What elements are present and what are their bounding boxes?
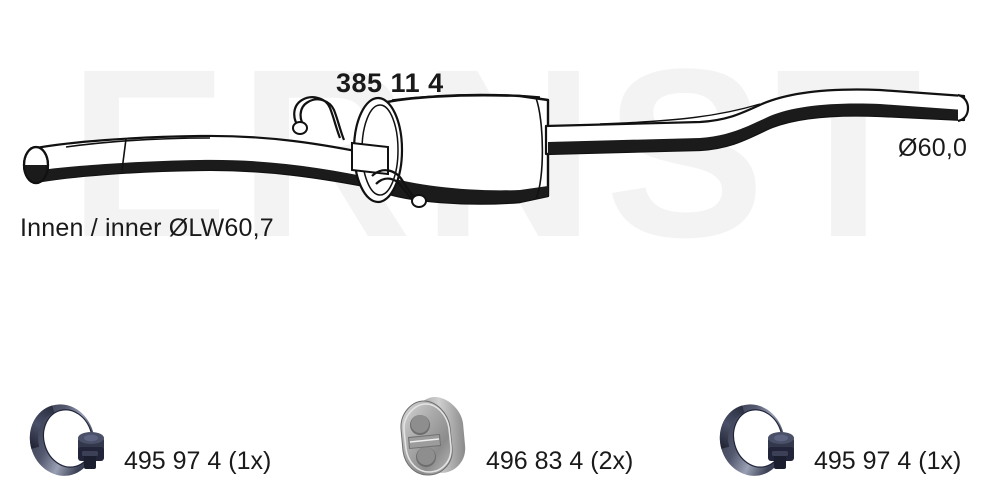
accessory-label: 496 83 4 (2x) (486, 446, 634, 475)
left-pipe-shading (40, 159, 386, 190)
left-pipe-highlight (65, 137, 211, 148)
exhaust-assembly-drawing (22, 88, 970, 208)
pipe-clamp-icon (18, 389, 118, 489)
rubber-mount-icon (388, 389, 472, 489)
accessory-label: 495 97 4 (1x) (124, 446, 272, 475)
left-pipe-seam (121, 138, 127, 171)
upper-hanger-hook (292, 96, 346, 141)
part-number-label: 385 11 4 (336, 68, 444, 98)
right-outlet-pipe (544, 88, 970, 156)
clamp-bolt (78, 432, 104, 469)
accessory-item[interactable]: 496 83 4 (2x) (388, 378, 633, 500)
inlet-pipe-stub (351, 141, 389, 176)
inlet-pipe-mouth (22, 145, 50, 185)
accessory-item[interactable]: 495 97 4 (1x) (708, 378, 961, 500)
accessories-row: 495 97 4 (1x) (0, 378, 1000, 500)
pipe-clamp-icon (708, 389, 808, 489)
accessory-item[interactable]: 495 97 4 (1x) (18, 378, 271, 500)
inlet-diameter-label: Innen / inner ØLW60,7 (20, 214, 274, 242)
outlet-end-cap (957, 93, 970, 123)
accessory-label: 495 97 4 (1x) (814, 446, 962, 475)
silencer-body (352, 93, 550, 205)
outlet-diameter-label: Ø60,0 (898, 134, 968, 162)
clamp-bolt (768, 432, 794, 469)
lower-hanger-hook (371, 169, 427, 208)
